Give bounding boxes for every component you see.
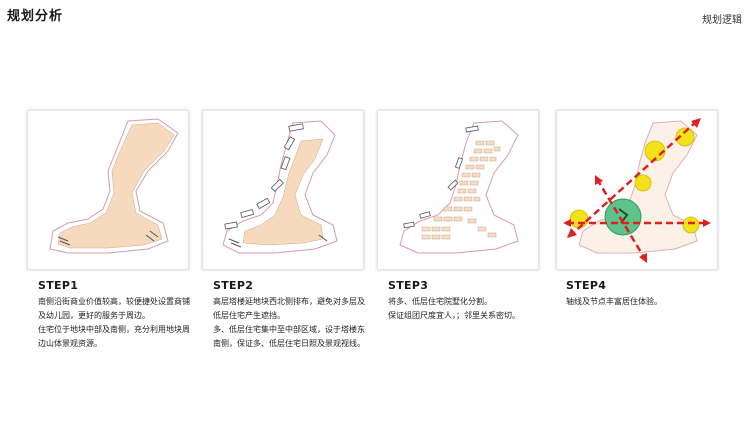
step4-line-1: 轴线及节点丰富居住体验。 [566,297,662,306]
step2-title: STEP2 [213,279,254,292]
step1-diagram [27,110,189,270]
step1-title: STEP1 [38,279,79,292]
step3-line-1: 将多、低层住宅院墅化分割。 [388,297,492,306]
step3-diagram [377,110,539,270]
step3-line-2: 保证组团尺度宜人，；邻里关系密切。 [388,311,520,320]
step1-line-1: 南侧沿街商业价值较高，较便捷处设置商铺及幼儿园，更好的服务于周边。 [38,297,190,320]
step1-description: 南侧沿街商业价值较高，较便捷处设置商铺及幼儿园，更好的服务于周边。 住宅位于地块… [38,295,196,351]
step2-description: 高层塔楼延地块西北侧排布，避免对多层及低层住宅产生遮挡。 多、低层住宅集中至中部… [213,295,371,351]
step1-site-plan [49,118,179,254]
step3-title: STEP3 [388,279,429,292]
node-yellow-2 [675,127,695,147]
page-title: 规划分析 [7,9,64,24]
step4-diagram [556,110,718,270]
node-yellow-4 [569,209,589,229]
step4-description: 轴线及节点丰富居住体验。 [566,295,716,309]
step4-axis-node-plan [563,118,711,263]
step2-site-plan [222,120,338,254]
step2-line-1: 高层塔楼延地块西北侧排布，避免对多层及低层住宅产生遮挡。 [213,297,365,320]
node-yellow-5 [682,216,700,234]
step4-title: STEP4 [566,279,607,292]
node-yellow-3 [634,174,652,192]
step1-line-2: 住宅位于地块中部及南侧，充分利用地块周边山体景观资源。 [38,325,190,348]
step2-line-2: 多、低层住宅集中至中部区域，设于塔楼东南侧，保证多、低层住宅日照及景观视线。 [213,325,365,348]
step3-description: 将多、低层住宅院墅化分割。 保证组团尺度宜人，；邻里关系密切。 [388,295,546,323]
step2-diagram [202,110,364,270]
node-green-center [604,198,642,236]
step3-site-plan [399,120,519,254]
section-label: 规划逻辑 [702,15,742,26]
